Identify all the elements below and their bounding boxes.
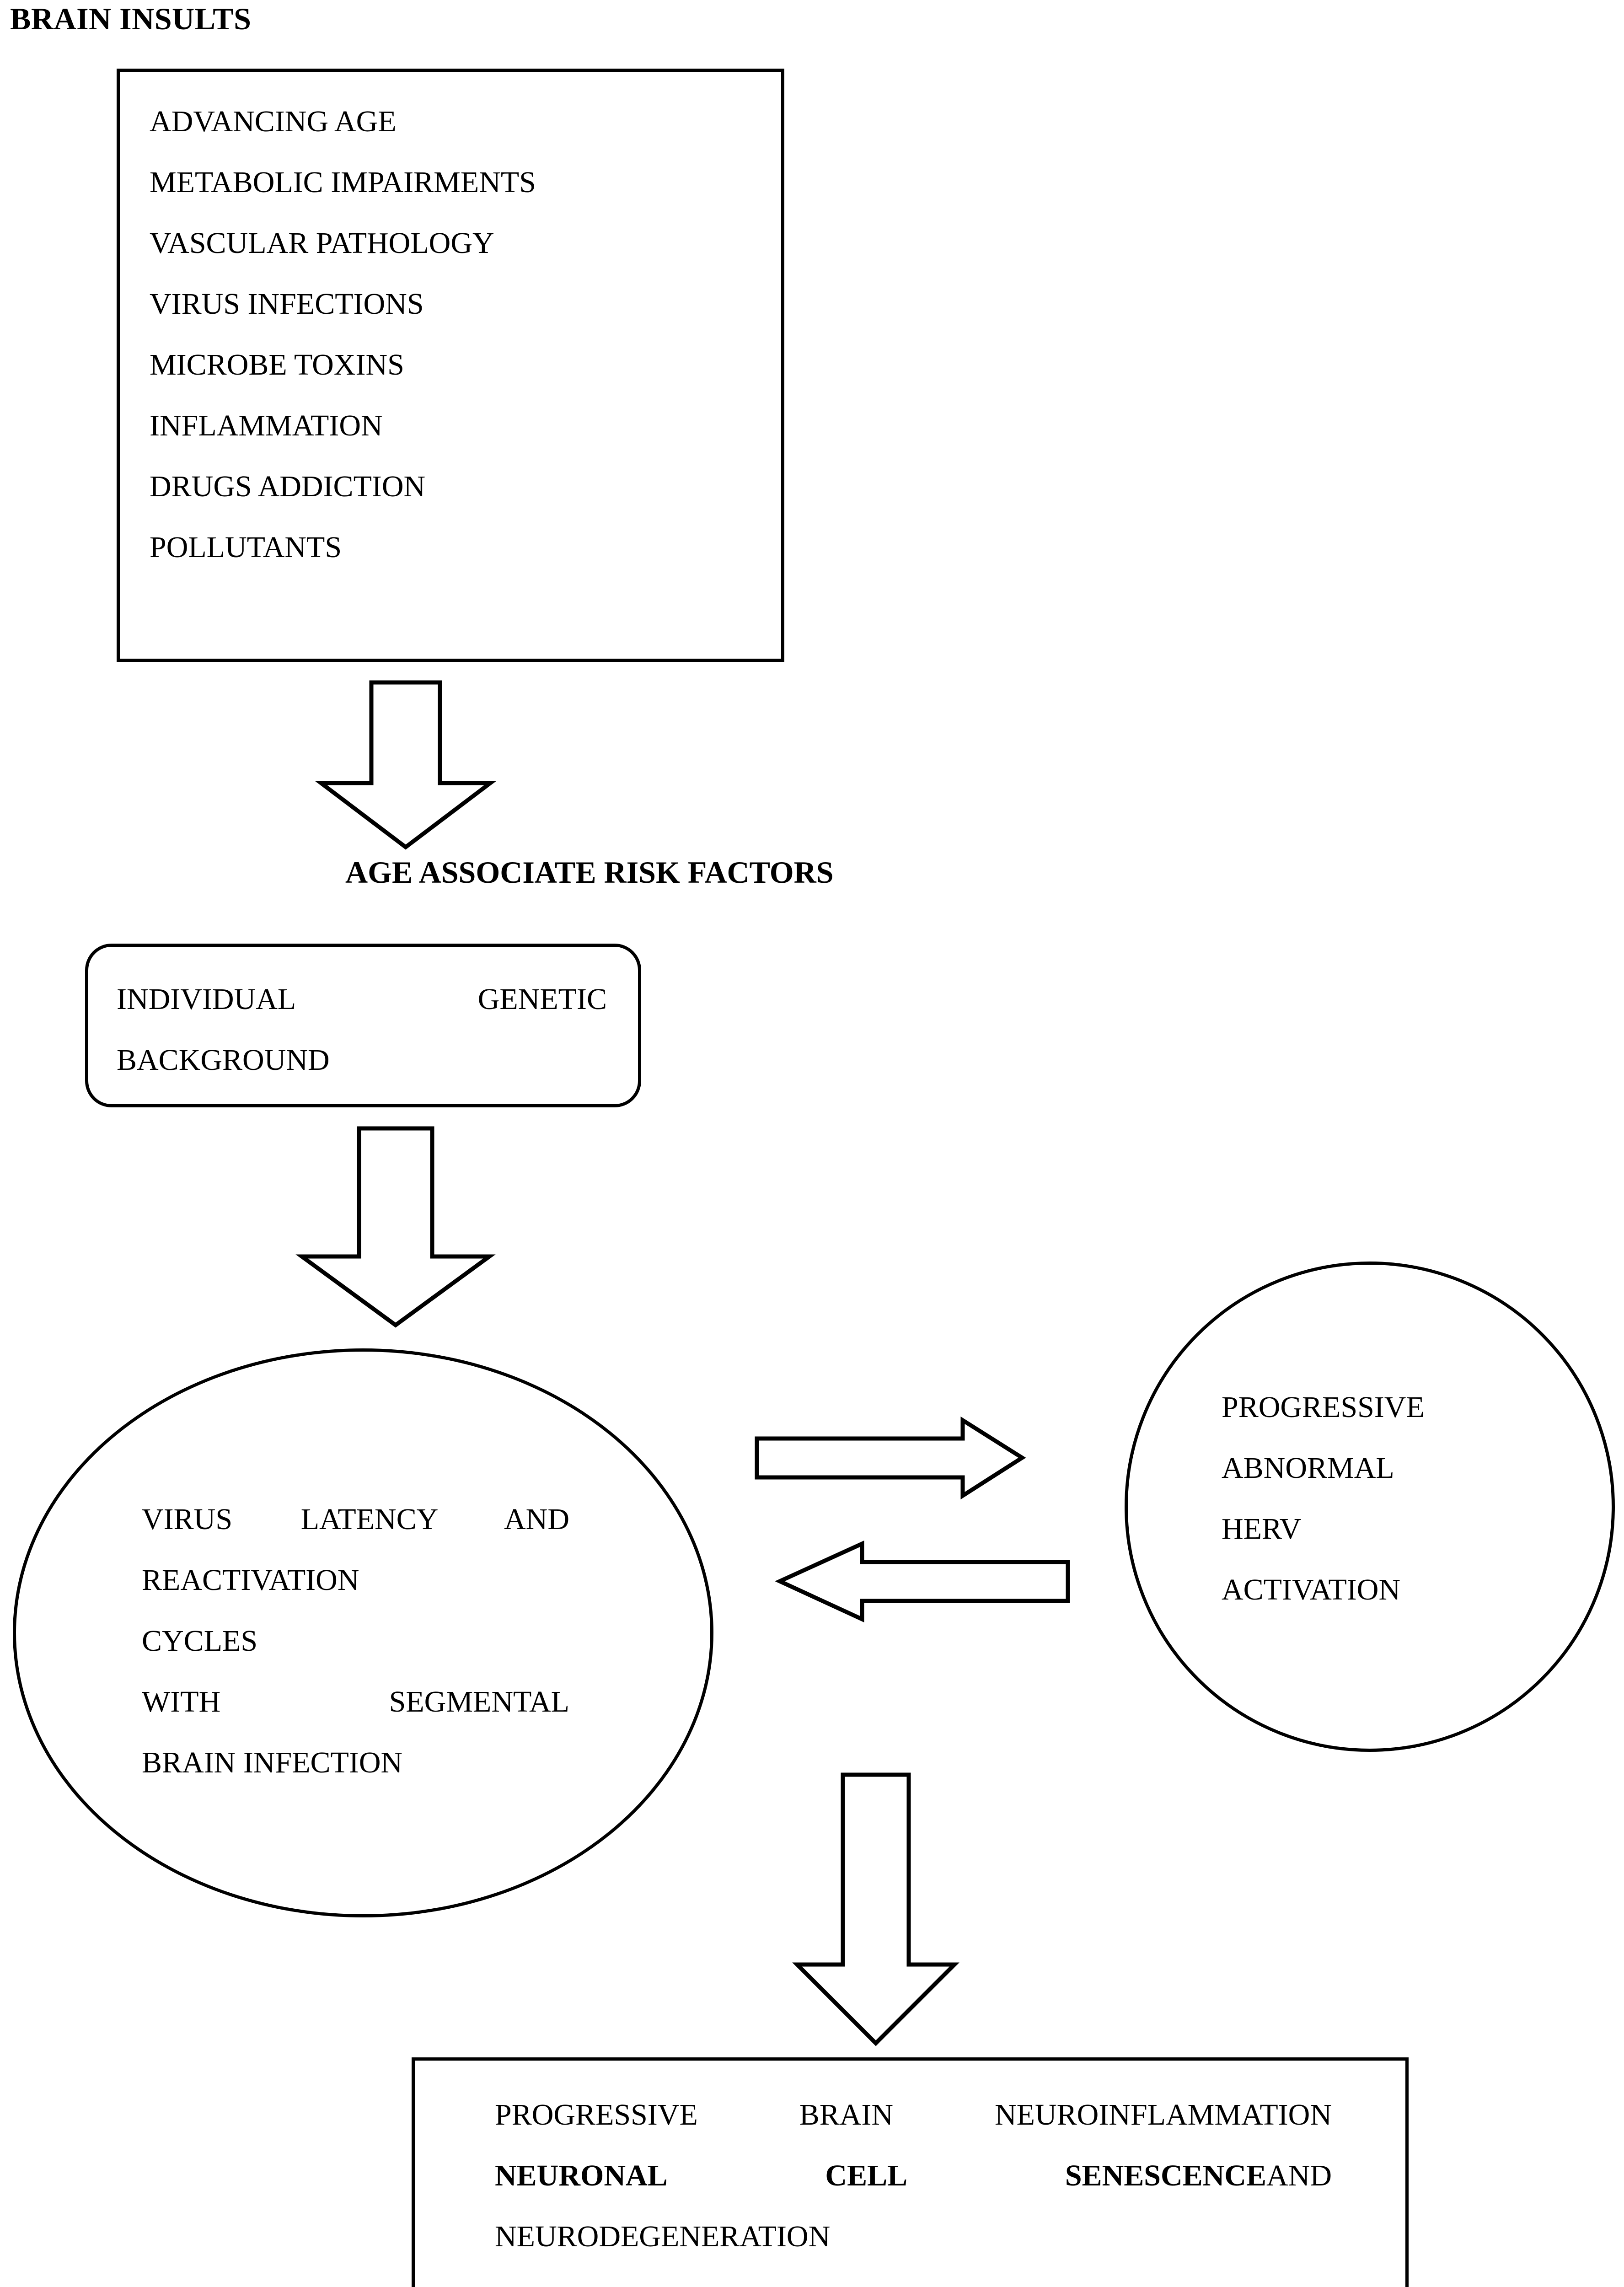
brain-insults-list: ADVANCING AGE METABOLIC IMPAIRMENTS VASC…	[150, 91, 758, 578]
left-arrow-icon	[775, 1541, 1070, 1623]
virus-latency-ellipse: VIRUS LATENCY AND REACTIVATION CYCLES WI…	[13, 1348, 713, 1917]
outcome-line-3: NEURODEGENERATION	[495, 2220, 831, 2253]
list-item: ADVANCING AGE	[150, 105, 397, 138]
list-item: INFLAMMATION	[150, 409, 383, 442]
age-associate-risk-factors-label: AGE ASSOCIATE RISK FACTORS	[345, 855, 834, 890]
virus-line-2: REACTIVATION	[142, 1563, 359, 1597]
right-arrow-icon	[755, 1416, 1026, 1500]
outcome-box-text: PROGRESSIVE BRAIN NEUROINFLAMMATION NEUR…	[495, 2084, 1332, 2267]
outcome-line-2-bold: NEURONAL CELL SENESCENCE	[495, 2159, 1266, 2192]
list-item: VASCULAR PATHOLOGY	[150, 226, 494, 260]
herv-line-3: HERV	[1222, 1512, 1302, 1546]
individual-genetic-background-box: INDIVIDUAL GENETIC BACKGROUND	[85, 944, 641, 1107]
outcome-line-1: PROGRESSIVE BRAIN NEUROINFLAMMATION	[495, 2098, 1332, 2131]
virus-line-4: WITH SEGMENTAL	[142, 1685, 569, 1718]
down-arrow-icon	[792, 1772, 959, 2047]
genetic-line-2: BACKGROUND	[117, 1043, 330, 1077]
brain-insults-box: ADVANCING AGE METABOLIC IMPAIRMENTS VASC…	[117, 69, 784, 662]
down-arrow-icon	[295, 1126, 496, 1328]
list-item: MICROBE TOXINS	[150, 348, 404, 381]
herv-line-1: PROGRESSIVE	[1222, 1390, 1425, 1424]
herv-circle-text: PROGRESSIVE ABNORMAL HERV ACTIVATION	[1222, 1377, 1569, 1620]
list-item: METABOLIC IMPAIRMENTS	[150, 166, 536, 199]
virus-line-3: CYCLES	[142, 1624, 258, 1658]
list-item: DRUGS ADDICTION	[150, 470, 426, 503]
genetic-line-1: INDIVIDUAL GENETIC	[117, 982, 607, 1016]
herv-activation-circle: PROGRESSIVE ABNORMAL HERV ACTIVATION	[1125, 1262, 1615, 1752]
virus-ellipse-text: VIRUS LATENCY AND REACTIVATION CYCLES WI…	[142, 1489, 569, 1793]
list-item: POLLUTANTS	[150, 531, 342, 564]
virus-line-1: VIRUS LATENCY AND	[142, 1503, 569, 1536]
outcome-box: PROGRESSIVE BRAIN NEUROINFLAMMATION NEUR…	[412, 2057, 1409, 2287]
page-title: BRAIN INSULTS	[10, 1, 252, 36]
down-arrow-icon	[315, 680, 497, 850]
genetic-box-text: INDIVIDUAL GENETIC BACKGROUND	[117, 969, 607, 1090]
herv-line-2: ABNORMAL	[1222, 1451, 1394, 1485]
list-item: VIRUS INFECTIONS	[150, 287, 424, 321]
outcome-line-2-tail: AND	[1266, 2159, 1332, 2192]
virus-line-5: BRAIN INFECTION	[142, 1746, 403, 1779]
herv-line-4: ACTIVATION	[1222, 1573, 1401, 1606]
